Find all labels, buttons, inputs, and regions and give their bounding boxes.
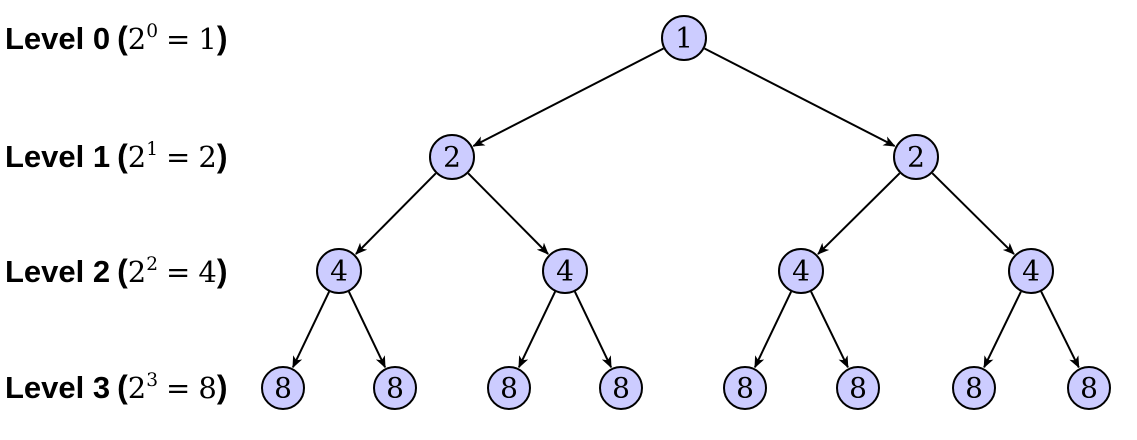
node-value: 8 [500,372,518,405]
level-name: Level 0 [5,21,111,56]
node-circle [778,248,824,294]
tree-edge [931,172,1015,255]
tree-edge [817,172,901,255]
open-paren: ( [117,369,128,405]
formula-result: 4 [198,255,217,289]
level-name: Level 1 [5,139,111,174]
formula-base: 2 [127,255,147,289]
node-circle [261,366,305,410]
close-paren: ) [216,369,228,405]
node-circle [542,248,588,294]
node-circle [429,134,475,180]
tree-edge [983,291,1022,369]
tree-node-level2: 4 [1008,248,1054,294]
tree-edge [753,291,793,369]
close-paren: ) [216,20,228,56]
node-circle [893,134,939,180]
tree-node-level1: 2 [429,134,475,180]
formula-result: 1 [198,22,217,56]
node-circle [487,366,531,410]
node-value: 4 [556,255,574,288]
node-value: 2 [907,141,925,174]
node-circle [599,366,643,410]
node-value: 8 [386,372,404,405]
tree-node-level3: 8 [487,366,531,410]
node-circle [1067,366,1111,410]
level-formula: 20 =1 [128,22,217,56]
node-circle [723,366,767,410]
tree-node-level1: 2 [893,134,939,180]
node-value: 8 [849,372,867,405]
tree-edge [810,291,849,369]
tree-edge [573,291,613,369]
node-value: 8 [736,372,754,405]
formula-result: 2 [198,140,217,174]
formula-base: 2 [127,140,147,174]
equals-sign: = [166,22,191,56]
level-name: Level 2 [5,254,111,289]
node-circle [1008,248,1054,294]
tree-edge [355,172,437,255]
level-label-1: Level 1(21=2) [5,140,227,172]
close-paren: ) [216,253,228,289]
tree-edges [291,47,1080,369]
node-value: 8 [274,372,292,405]
tree-node-level2: 4 [316,248,362,294]
node-circle [373,366,417,410]
tree-node-level3: 8 [1067,366,1111,410]
node-value: 1 [675,22,693,55]
level-formula: 22 =4 [128,255,217,289]
formula-exponent: 0 [146,20,159,42]
tree-node-level2: 4 [778,248,824,294]
node-value: 2 [443,141,461,174]
tree-edge [1040,291,1080,369]
level-formula: 23 =8 [128,371,217,405]
level-formula: 21=2 [128,140,217,174]
tree-nodes: 1 2 2 4 4 4 4 8 8 8 8 8 8 8 8 [261,15,1111,410]
formula-base: 2 [127,22,147,56]
node-value: 4 [792,255,810,288]
formula-exponent: 2 [146,253,159,275]
node-value: 4 [1022,255,1040,288]
tree-edge [291,291,331,369]
tree-edge [467,172,549,255]
tree-node-level3: 8 [373,366,417,410]
tree-edge [472,47,664,147]
node-circle [316,248,362,294]
open-paren: ( [117,138,128,174]
formula-result: 8 [198,371,217,405]
node-circle [661,15,707,61]
formula-base: 2 [127,371,147,405]
tree-node-level0: 1 [661,15,707,61]
node-value: 4 [330,255,348,288]
node-value: 8 [1080,372,1098,405]
node-circle [836,366,880,410]
node-value: 8 [612,372,630,405]
tree-edge [347,291,387,369]
tree-node-level3: 8 [952,366,996,410]
tree-edge [517,291,557,369]
tree-node-level2: 4 [542,248,588,294]
open-paren: ( [117,20,128,56]
equals-sign: = [166,255,191,289]
level-name: Level 3 [5,370,111,405]
level-label-3: Level 3(23 =8) [5,371,227,403]
tree-node-level3: 8 [723,366,767,410]
node-circle [952,366,996,410]
level-label-0: Level 0(20 =1) [5,22,227,54]
equals-sign: = [166,140,191,174]
close-paren: ) [216,138,228,174]
tree-node-level3: 8 [261,366,305,410]
open-paren: ( [117,253,128,289]
tree-node-level3: 8 [836,366,880,410]
tree-edge [704,47,896,147]
node-value: 8 [965,372,983,405]
formula-exponent: 3 [146,369,159,391]
tree-node-level3: 8 [599,366,643,410]
formula-exponent: 1 [146,138,159,160]
equals-sign: = [166,371,191,405]
level-label-2: Level 2(22 =4) [5,255,227,287]
